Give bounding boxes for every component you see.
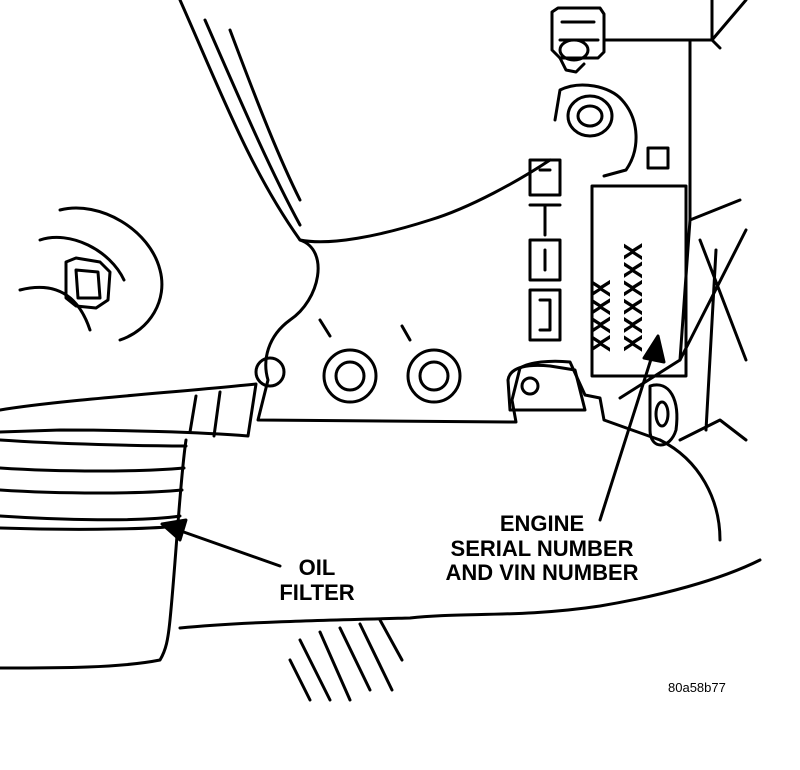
casting-outline (178, 0, 552, 244)
cast-boss-middle (318, 318, 378, 404)
oil-filter-label: OIL FILTER (262, 555, 372, 605)
lower-block-edge (178, 438, 762, 630)
cast-boss-left (254, 356, 286, 388)
small-square-boss (646, 146, 670, 170)
lower-pad (506, 363, 587, 412)
casting-number (528, 158, 562, 342)
casting-plug (566, 94, 614, 138)
engine-block-upper-edge (602, 0, 748, 50)
top-bolt (550, 6, 606, 74)
oil-filter-label-line1: OIL (298, 555, 336, 580)
engine-label-line3: AND VIN NUMBER (445, 560, 639, 586)
oil-filter-arrow (160, 518, 282, 568)
oil-filter-label-line2: FILTER (279, 579, 355, 605)
right-side-boss (648, 383, 679, 447)
hub (18, 206, 164, 342)
figure-id: 80a58b77 (668, 680, 726, 695)
engine-label-line2: SERIAL NUMBER (450, 535, 634, 561)
oil-pan-flange (0, 382, 258, 438)
engine-label-line1: ENGINE (499, 511, 585, 536)
engine-serial-label: ENGINE SERIAL NUMBER AND VIN NUMBER (412, 511, 672, 586)
serial-number-arrow (598, 334, 666, 522)
cast-boss-right (400, 324, 462, 404)
stamp-line-1: XXXX (586, 278, 616, 352)
oil-filter (0, 438, 188, 670)
casting-inner-line (203, 18, 302, 227)
stamp-pad (590, 184, 688, 378)
oil-pan-ribs (288, 618, 404, 702)
stamp-line-2: XXXXXX (618, 241, 648, 352)
